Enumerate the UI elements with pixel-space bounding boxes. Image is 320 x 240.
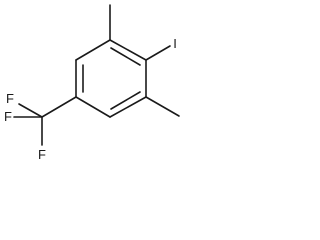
iodine-atom-label: I (173, 36, 177, 51)
ring-bond-c1-c2 (109, 39, 147, 61)
iodine-bond (145, 45, 171, 61)
methyl-bond-right (145, 96, 180, 117)
ring-bond-c3-c4 (109, 96, 147, 118)
aromatic-ring (75, 39, 147, 118)
ring-double-bond-inner-2 (110, 91, 141, 110)
ring-bond-c6-c1 (75, 39, 111, 61)
fluorine-atom-label-bottom: F (38, 147, 46, 162)
fluorine-atom-label-top: F (6, 91, 14, 106)
ring-bond-c4-c5 (75, 96, 111, 118)
fluorine-atom-label-left: F (4, 109, 12, 124)
cf3-bond (41, 96, 77, 118)
molecule-structure: I F F F (4, 4, 180, 162)
structure-canvas: I F F F (0, 0, 186, 172)
ring-double-bond-inner-1 (110, 47, 141, 66)
cf3-f-bond-top (18, 103, 43, 118)
